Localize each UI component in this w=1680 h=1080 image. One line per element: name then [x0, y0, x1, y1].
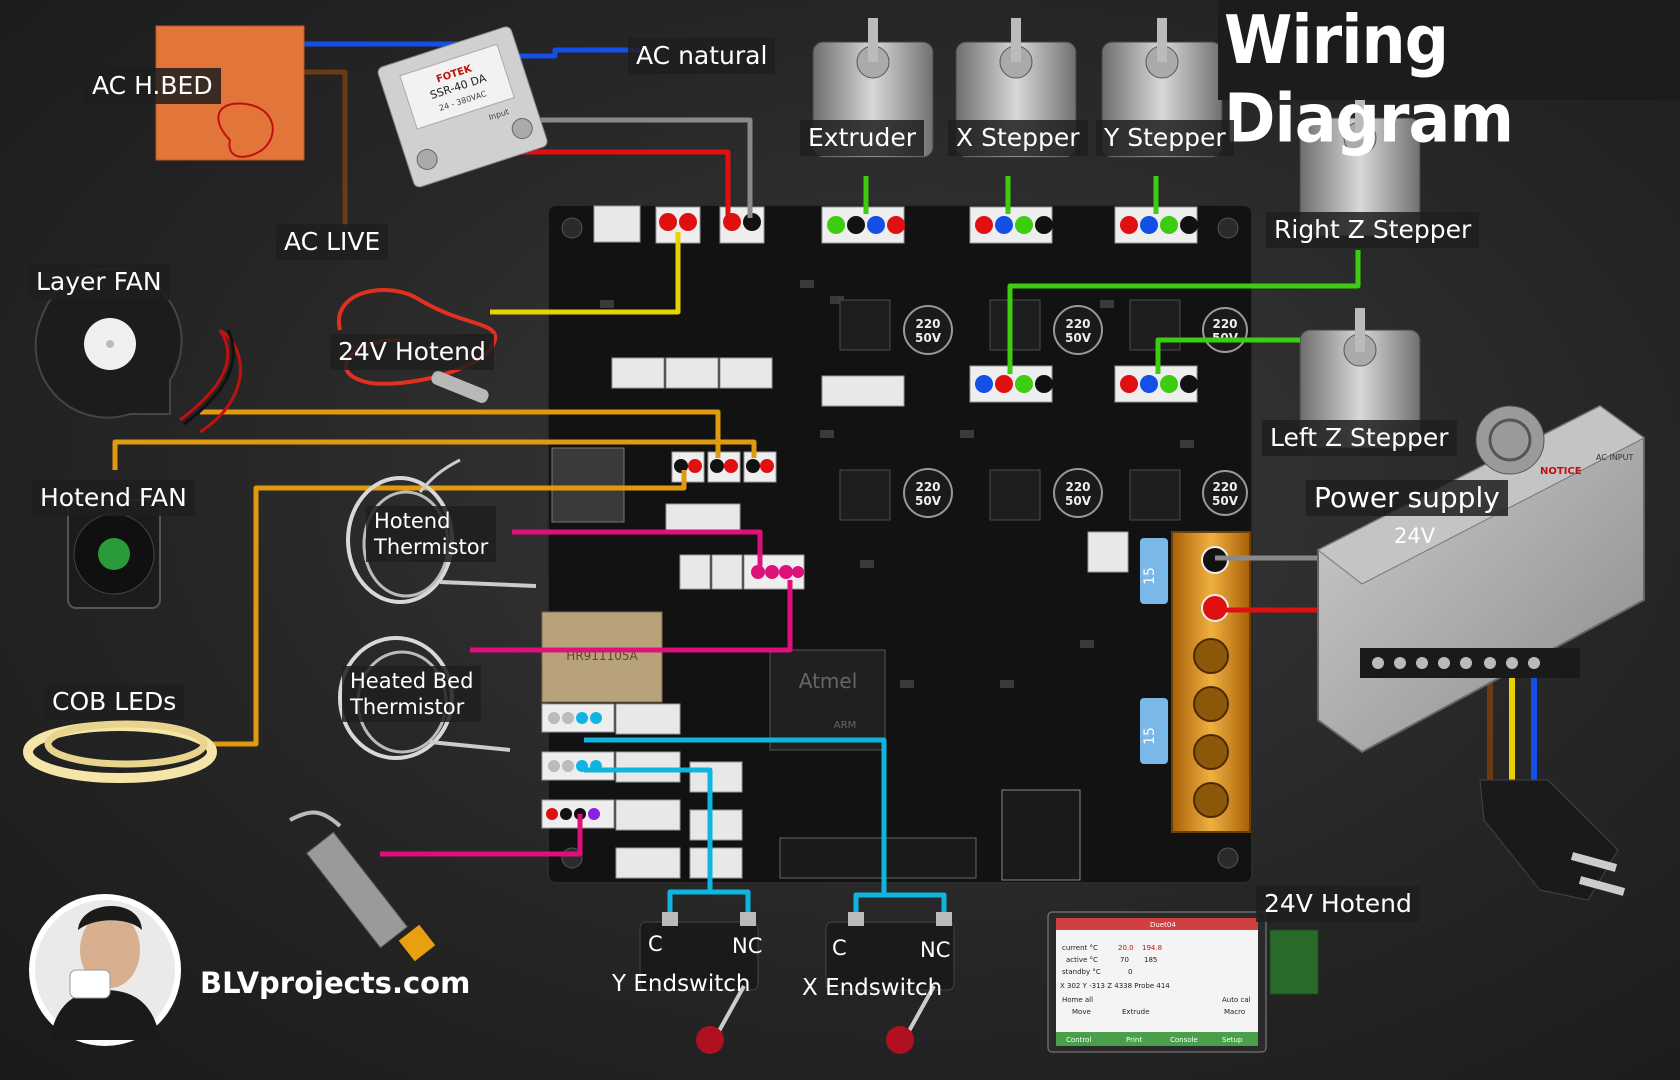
cap-label: 220	[1065, 480, 1090, 494]
label-x-endswitch-nc: NC	[920, 938, 951, 962]
cap-rating: 50V	[915, 494, 942, 508]
label-hotend-thermistor: Hotend Thermistor	[366, 506, 497, 562]
label-hotend-thermistor-line1: Hotend	[374, 509, 451, 533]
label-24v-hotend: 24V Hotend	[330, 334, 494, 370]
hotend-fan	[67, 499, 161, 609]
label-ac-live: AC LIVE	[276, 224, 389, 260]
left-z-stepper-motor	[1299, 308, 1421, 449]
label-cob-leds: COB LEDs	[44, 684, 185, 720]
wire-left-z	[1155, 337, 1300, 374]
wire-bed-thermistor	[470, 580, 793, 653]
lcd-tab-print: Print	[1126, 1036, 1142, 1044]
wire-x-endstop-nc	[884, 892, 947, 922]
lcd-autocal-button: Auto cal	[1222, 996, 1251, 1004]
cap-label: 220	[915, 480, 940, 494]
label-ac-natural: AC natural	[628, 38, 776, 74]
lcd-macro-button: Macro	[1224, 1008, 1245, 1016]
label-power-voltage: 24V	[1394, 524, 1436, 548]
cap-label: 220	[1065, 317, 1090, 331]
lcd-move-button: Move	[1072, 1008, 1091, 1016]
lcd-coords: X 302 Y -313 Z 4338 Probe 414	[1060, 982, 1170, 990]
page-title-plate: Wiring Diagram	[1218, 0, 1680, 158]
lcd-title: Duet04	[1150, 921, 1176, 929]
solid-state-relay: FOTEK SSR-40 DA 24 - 380VAC Input	[377, 26, 548, 188]
label-hotend-thermistor-line2: Thermistor	[374, 535, 489, 559]
site-url[interactable]: BLVprojects.com	[200, 966, 471, 1000]
page-title: Wiring Diagram	[1224, 0, 1514, 158]
cap-rating: 50V	[1065, 331, 1092, 345]
cob-led-strip	[23, 720, 217, 783]
label-hotend-fan: Hotend FAN	[32, 480, 195, 516]
label-y-stepper: Y Stepper	[1096, 120, 1234, 156]
wire-inductive-probe	[380, 814, 583, 857]
label-x-stepper: X Stepper	[948, 120, 1088, 156]
lcd-home-button: Home all	[1062, 996, 1093, 1004]
cap-rating: 50V	[1212, 494, 1239, 508]
cap-rating: 50V	[1065, 494, 1092, 508]
cap-label: 220	[1212, 480, 1237, 494]
fuse-label: 15	[1142, 567, 1158, 585]
lcd-standby-val: 0	[1128, 968, 1132, 976]
lcd-extrude-button: Extrude	[1122, 1008, 1149, 1016]
power-supply: NOTICE AC INPUT	[1317, 404, 1645, 754]
controller-board: 220 50V 220 50V 220 50V 220 50V 220 50V …	[541, 204, 1253, 884]
label-x-endswitch: X Endswitch	[802, 975, 943, 1001]
label-right-z-stepper: Right Z Stepper	[1266, 212, 1480, 248]
wire-hotend-24v	[490, 232, 681, 315]
label-24v-hotend-lcd: 24V Hotend	[1256, 886, 1420, 922]
lcd-active: active °C	[1066, 956, 1098, 964]
cap-label: 220	[915, 317, 940, 331]
lcd-standby: standby °C	[1062, 968, 1101, 976]
inductive-probe	[289, 810, 436, 962]
wire-ssr-pos	[480, 149, 731, 218]
label-power-supply: Power supply	[1306, 480, 1508, 516]
lcd-active-val: 70	[1120, 956, 1129, 964]
wire-hotend-thermistor	[512, 529, 763, 566]
wire-hotend-fan	[112, 439, 757, 470]
label-bed-thermistor: Heated Bed Thermistor	[342, 666, 482, 722]
layer-fan	[34, 267, 242, 434]
cap-label: 220	[1212, 317, 1237, 331]
mains-plug	[1479, 779, 1626, 901]
psu-ac-input: AC INPUT	[1596, 453, 1633, 462]
x-endswitch	[825, 912, 955, 1054]
lcd-active-val2: 185	[1144, 956, 1157, 964]
label-ac-hbed: AC H.BED	[84, 68, 221, 104]
lcd-current-val2: 194.8	[1142, 944, 1162, 952]
lcd-tab-control: Control	[1066, 1036, 1091, 1044]
wire-cob-leds	[205, 470, 687, 747]
fuse-label: 15	[1142, 727, 1158, 745]
lcd-current-val: 20.0	[1118, 944, 1134, 952]
y-endswitch	[639, 912, 759, 1054]
cap-rating: 50V	[915, 331, 942, 345]
label-y-endswitch-nc: NC	[732, 934, 763, 958]
label-bed-thermistor-line2: Thermistor	[350, 695, 465, 719]
label-y-endswitch-c: C	[648, 932, 663, 956]
label-y-endswitch: Y Endswitch	[612, 971, 751, 997]
label-layer-fan: Layer FAN	[28, 264, 170, 300]
psu-notice: NOTICE	[1540, 466, 1582, 477]
lcd-current: current °C	[1062, 944, 1098, 952]
lcd-display: Duet04 current °C 20.0 194.8 active °C 7…	[1047, 911, 1319, 1053]
label-left-z-stepper: Left Z Stepper	[1262, 420, 1457, 456]
mcu-label: Atmel	[799, 669, 858, 693]
label-extruder: Extruder	[800, 120, 925, 156]
label-x-endswitch-c: C	[832, 936, 847, 960]
wire-right-z	[1007, 250, 1361, 374]
wire-y-endstop-nc	[710, 889, 751, 920]
avatar	[29, 894, 181, 1046]
lcd-tab-console: Console	[1170, 1036, 1198, 1044]
label-bed-thermistor-line1: Heated Bed	[350, 669, 474, 693]
right-z-stepper-motor	[1299, 96, 1421, 237]
mcu-sublabel: ARM	[834, 720, 856, 731]
lcd-tab-setup: Setup	[1222, 1036, 1243, 1044]
